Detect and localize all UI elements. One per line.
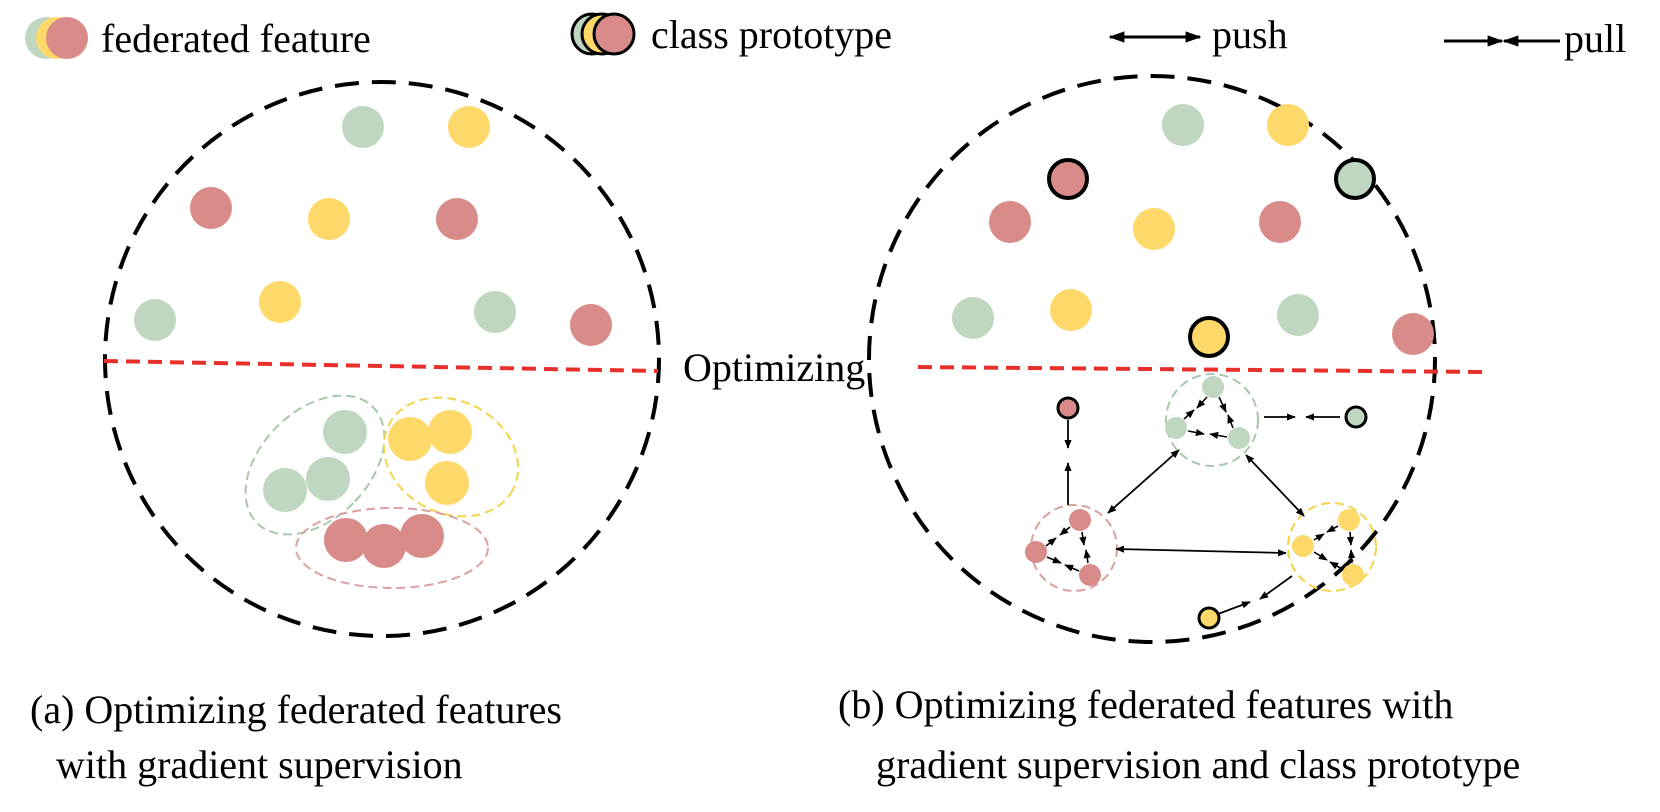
panel-a-feature-red — [324, 518, 368, 562]
legend-feature-label: federated feature — [101, 16, 371, 61]
panel-a-feature-yellow — [259, 281, 301, 323]
legend-feature-swatch — [25, 17, 88, 59]
panel-a-feature-space — [103, 80, 661, 638]
panel-b-feature-red — [1069, 509, 1091, 531]
panel-b-feature-red — [1392, 313, 1434, 355]
panel-b-feature-yellow — [1050, 289, 1092, 331]
panel-a-feature-yellow — [448, 106, 490, 148]
legend-feature-red — [46, 17, 88, 59]
panel-a-decision-boundary — [103, 359, 659, 373]
captions: (a) Optimizing federated features with g… — [30, 682, 1520, 787]
legend-push-label: push — [1212, 12, 1288, 57]
panel-b-feature-red — [1025, 541, 1047, 563]
panel-a-feature-yellow — [308, 198, 350, 240]
panel-b-feature-green — [1162, 104, 1204, 146]
panel-b-pull-arrows-yellow — [1313, 524, 1356, 570]
optimizing-label: Optimizing — [683, 345, 865, 390]
panel-a-feature-red — [362, 524, 406, 568]
panel-a-feature-red — [400, 514, 444, 558]
panel-b-cluster-yellow — [1287, 502, 1377, 592]
panel-b-feature-green — [1165, 417, 1187, 439]
panel-b-feature-red — [989, 201, 1031, 243]
panel-b-feature-red — [1259, 201, 1301, 243]
panel-b-pull-arrows-red — [1045, 526, 1091, 572]
panel-b-push-arrows — [1107, 449, 1305, 557]
panel-a-cluster-green — [244, 394, 386, 536]
panel-a-feature-green — [306, 457, 350, 501]
panel-b-feature-green — [1202, 376, 1224, 398]
legend-prototype-label: class prototype — [651, 12, 892, 57]
panel-b-prototype-yellow — [1188, 316, 1230, 358]
panel-b-feature-red — [1079, 564, 1101, 586]
panel-b-prototype-red — [1047, 158, 1089, 200]
caption-a-line2: with gradient supervision — [56, 742, 463, 787]
panel-a-feature-yellow — [428, 410, 472, 454]
panel-b-feature-yellow — [1267, 104, 1309, 146]
panel-a-feature-green — [263, 468, 307, 512]
legend-prototype-swatch — [570, 12, 636, 56]
panel-b-decision-boundary — [917, 365, 1487, 374]
panel-b-feature-green — [1228, 427, 1250, 449]
panel-b-feature-yellow — [1342, 564, 1364, 586]
panel-b-prototype-green-small — [1344, 405, 1368, 429]
legend: federated feature class prototype push p… — [25, 12, 1626, 61]
panel-a-cluster-yellow — [382, 396, 520, 518]
panel-b-feature-yellow — [1292, 535, 1314, 557]
panel-b-feature-green — [1277, 294, 1319, 336]
panel-b-prototype-pull-arrows — [1064, 413, 1340, 615]
panel-b-cluster-green — [1165, 373, 1259, 467]
panel-a-feature-green — [342, 106, 384, 148]
panel-b-feature-yellow — [1338, 509, 1360, 531]
panel-b-prototype-red-small — [1056, 396, 1080, 420]
panel-a-feature-yellow — [425, 461, 469, 505]
panel-a-feature-green — [134, 299, 176, 341]
caption-b-line2: gradient supervision and class prototype — [876, 742, 1520, 787]
panel-a — [103, 80, 661, 638]
legend-pull-label: pull — [1564, 16, 1626, 61]
panel-b-pull-arrows-green — [1183, 396, 1235, 439]
panel-a-feature-yellow — [388, 417, 432, 461]
panel-a-feature-red — [190, 187, 232, 229]
panel-a-feature-red — [570, 304, 612, 346]
panel-b-feature-space — [867, 74, 1437, 644]
panel-b-prototype-yellow-small — [1197, 606, 1221, 630]
caption-b-line1: (b) Optimizing federated features with — [838, 682, 1453, 727]
panel-b-feature-green — [952, 297, 994, 339]
panel-b-prototype-green — [1334, 158, 1376, 200]
panel-a-cluster-red — [295, 507, 489, 589]
legend-prototype-red — [592, 12, 636, 56]
panel-b — [867, 74, 1487, 644]
panel-a-feature-green — [474, 291, 516, 333]
panel-a-feature-red — [436, 198, 478, 240]
panel-b-feature-yellow — [1133, 208, 1175, 250]
panel-a-feature-green — [323, 410, 367, 454]
caption-a-line1: (a) Optimizing federated features — [30, 687, 562, 732]
